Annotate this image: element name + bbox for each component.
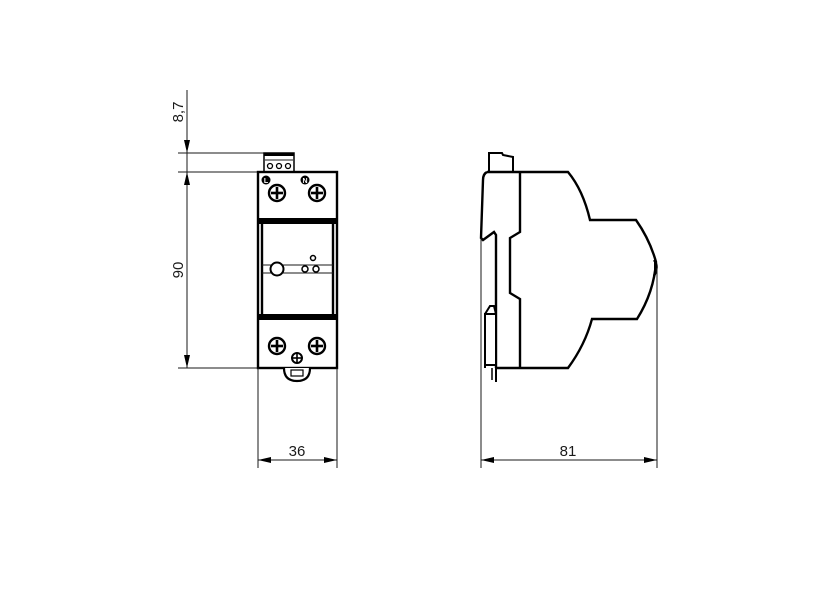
svg-text:L: L (264, 178, 269, 185)
svg-text:N: N (302, 178, 307, 185)
terminal-label-L: L (261, 175, 271, 185)
dimension-label-8-7: 8,7 (170, 102, 187, 123)
dimension-label-90: 90 (170, 262, 187, 279)
arrow-icon (184, 355, 190, 368)
dimension-label-36: 36 (289, 443, 306, 460)
status-indicator-icon (269, 261, 285, 277)
front-view: L N (170, 90, 339, 468)
arrow-icon (184, 140, 190, 153)
side-view: 81 (479, 152, 658, 468)
din-rail-clip (484, 313, 497, 366)
screw-icon (267, 336, 287, 356)
arrow-icon (481, 457, 494, 463)
screw-icon (267, 183, 287, 203)
screw-icon (307, 336, 327, 356)
arrow-icon (184, 172, 190, 185)
arrow-icon (324, 457, 337, 463)
terminal-label-N: N (300, 175, 310, 185)
ground-screw-icon (291, 352, 303, 364)
side-connector (488, 152, 514, 172)
dimension-label-81: 81 (560, 443, 577, 460)
side-body-outline (487, 170, 658, 370)
arrow-icon (644, 457, 657, 463)
screw-icon (307, 183, 327, 203)
arrow-icon (258, 457, 271, 463)
